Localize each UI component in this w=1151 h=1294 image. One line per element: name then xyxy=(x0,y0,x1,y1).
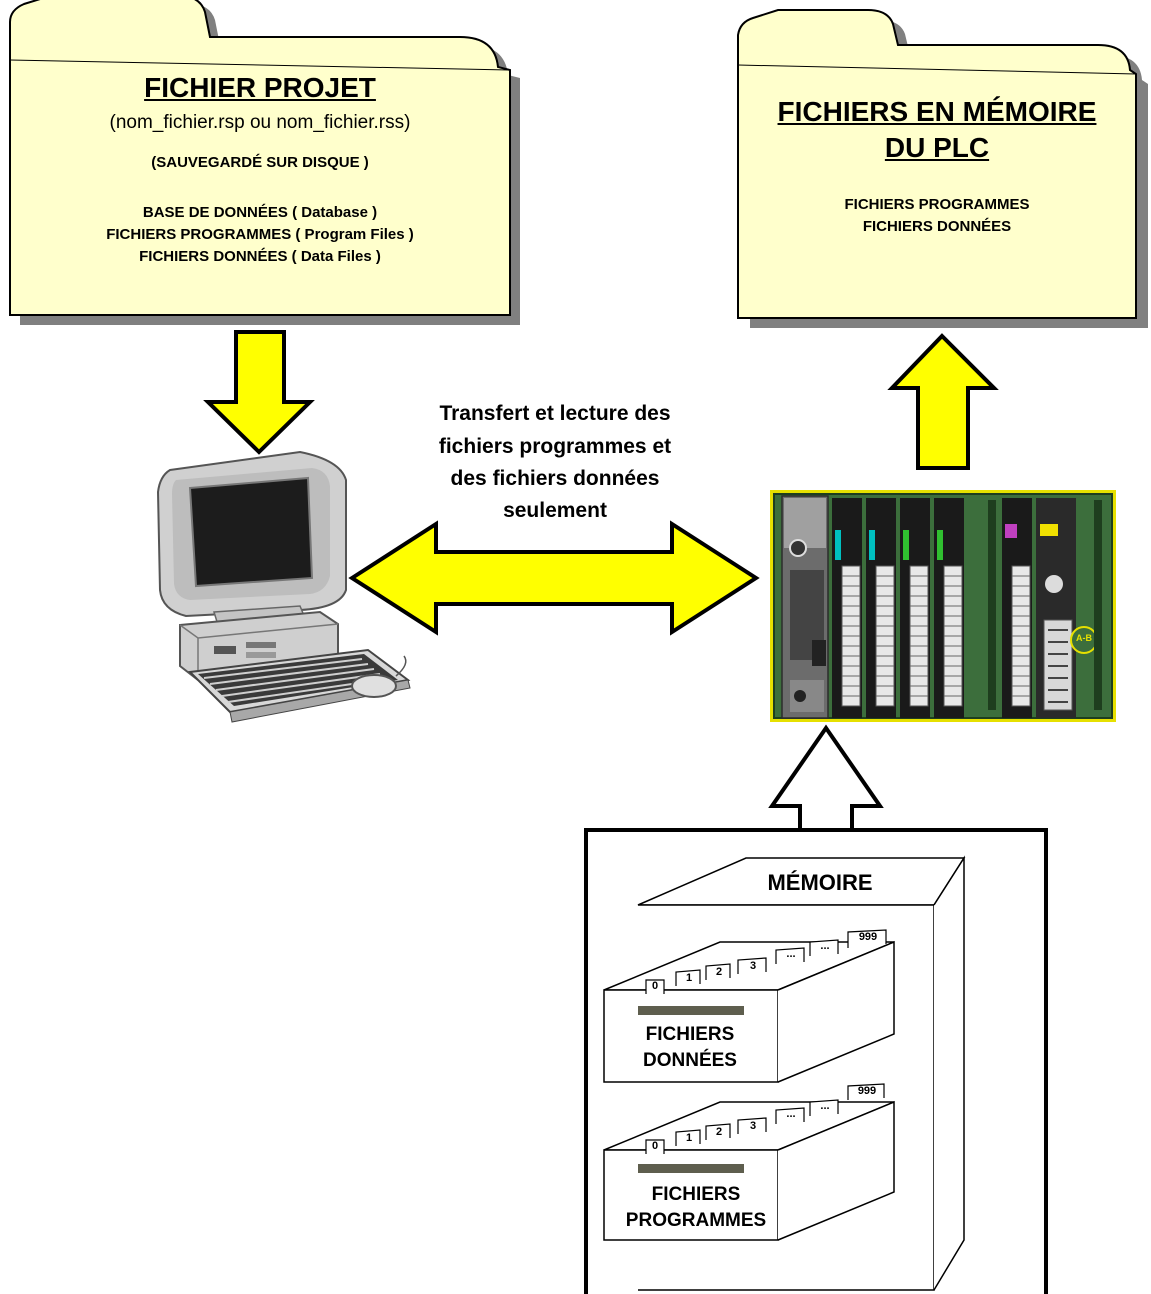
project-folder-saved-note: (SAUVEGARDÉ SUR DISQUE ) xyxy=(151,154,369,171)
upload-arrow-icon xyxy=(887,333,999,470)
project-folder-content-data: FICHIERS DONNÉES ( Data Files ) xyxy=(139,248,381,265)
plc-folder-title-line2: DU PLC xyxy=(884,132,990,163)
memory-cabinet-icon xyxy=(603,855,966,1291)
data-tab-0: 0 xyxy=(651,980,659,992)
memory-frame xyxy=(584,828,1048,1294)
program-tab-2: 2 xyxy=(715,1126,723,1138)
data-drawer-label-line1: FICHIERS xyxy=(645,1024,735,1045)
program-tab-5: ... xyxy=(820,1100,830,1112)
plc-folder-title-line1: FICHIERS EN MÉMOIRE xyxy=(777,96,1097,127)
data-tab-4: ... xyxy=(786,948,796,960)
program-tab-3: 3 xyxy=(749,1120,757,1132)
program-tab-4: ... xyxy=(786,1108,796,1120)
program-drawer-label-line1: FICHIERS xyxy=(651,1184,741,1205)
project-folder-content-programs: FICHIERS PROGRAMMES ( Program Files ) xyxy=(106,226,414,243)
data-tab-1: 1 xyxy=(685,972,693,984)
plc-brand-badge: A-B xyxy=(1076,633,1092,643)
data-tab-6: 999 xyxy=(858,931,878,943)
data-tab-2: 2 xyxy=(715,966,723,978)
memory-title: MÉMOIRE xyxy=(767,870,873,895)
data-tab-3: 3 xyxy=(749,960,757,972)
transfer-double-arrow-icon xyxy=(348,520,760,636)
transfer-label-line1: Transfert et lecture des xyxy=(439,402,671,425)
project-folder-content-database: BASE DE DONNÉES ( Database ) xyxy=(142,204,378,221)
program-tab-1: 1 xyxy=(685,1132,693,1144)
project-folder-title: FICHIER PROJET xyxy=(144,72,376,103)
program-drawer-label-plate xyxy=(638,1164,744,1173)
plc-folder-content-data: FICHIERS DONNÉES xyxy=(862,218,1012,235)
transfer-label-line2: fichiers programmes et xyxy=(438,435,672,458)
transfer-label-line3: des fichiers données xyxy=(450,467,660,490)
download-arrow-icon xyxy=(203,330,315,455)
data-drawer-tabs-icon xyxy=(645,929,887,994)
program-tab-6: 999 xyxy=(857,1085,877,1097)
program-drawer-tabs-icon xyxy=(645,1083,885,1154)
project-folder-icon xyxy=(9,0,520,325)
transfer-label-line4: seulement xyxy=(503,499,607,522)
data-drawer-label-plate xyxy=(638,1006,744,1015)
data-tab-5: ... xyxy=(820,940,830,952)
plc-rack-icon xyxy=(770,490,1116,722)
data-drawer-label-line2: DONNÉES xyxy=(643,1050,737,1071)
project-folder-filenames: (nom_fichier.rsp ou nom_fichier.rss) xyxy=(109,112,411,133)
memory-upload-arrow-icon xyxy=(768,724,884,832)
computer-icon xyxy=(156,450,411,723)
plc-memory-folder-icon xyxy=(737,9,1148,328)
program-drawer-label-line2: PROGRAMMES xyxy=(625,1210,767,1231)
program-tab-0: 0 xyxy=(651,1140,659,1152)
plc-folder-content-programs: FICHIERS PROGRAMMES xyxy=(844,196,1030,213)
